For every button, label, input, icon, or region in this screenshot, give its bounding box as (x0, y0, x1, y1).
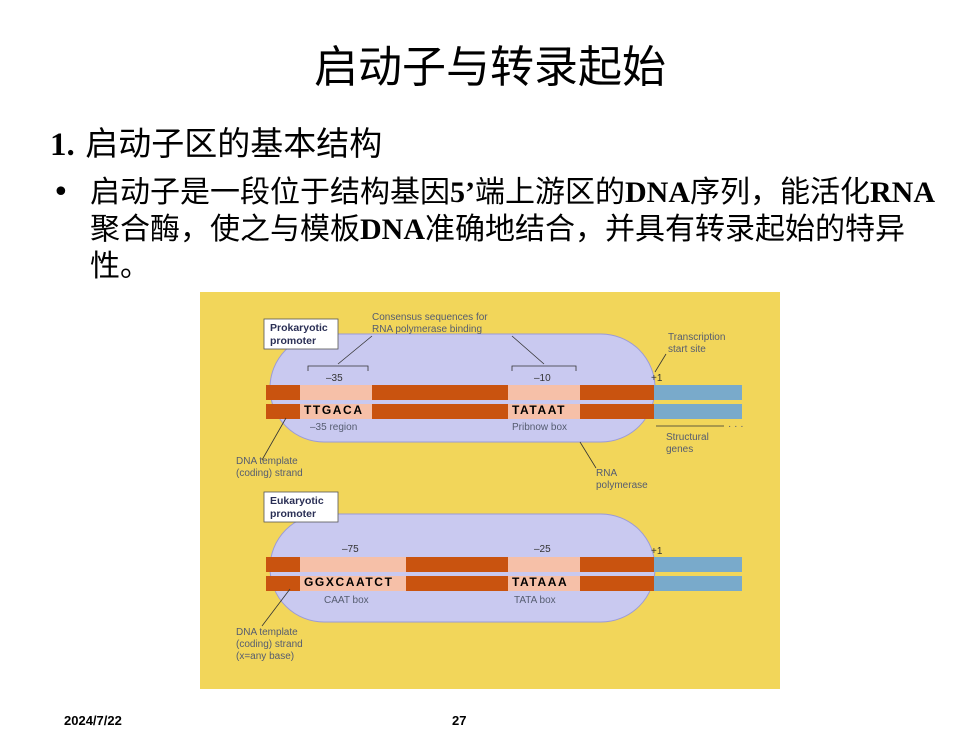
section-heading: 1. 启动子区的基本结构 (50, 122, 382, 167)
template-prok-line1: DNA template (236, 456, 298, 467)
promoter-diagram: Prokaryotic promoter Consensus sequences… (200, 292, 780, 689)
position-minus10: –10 (534, 373, 551, 384)
tata-box-top (508, 557, 580, 572)
template-euk-line3: (x=any base) (236, 651, 294, 662)
tata-box-label: TATA box (514, 595, 556, 606)
sequence-caat: GGXCAATCT (304, 575, 394, 589)
template-euk-line1: DNA template (236, 627, 298, 638)
gene-strand-top (654, 385, 742, 400)
prokaryotic-label-line2: promoter (270, 335, 316, 347)
position-minus35: –35 (326, 373, 343, 384)
prokaryotic-label-line1: Prokaryotic (270, 322, 328, 334)
heading-number: 1. (50, 127, 75, 163)
box-35-bottom (300, 404, 372, 419)
template-euk-line2: (coding) strand (236, 639, 303, 650)
bullet-bold: RNA (870, 176, 935, 209)
eukaryotic-label-box (263, 491, 339, 523)
genes-label-line1: Structural (666, 432, 709, 443)
consensus-pointer-10 (511, 335, 545, 365)
position-minus25: –25 (534, 544, 551, 555)
consensus-label-line2: RNA polymerase binding (372, 324, 482, 335)
bullet-part: 序列，能活化 (690, 175, 870, 210)
footer-page-number: 27 (452, 713, 467, 728)
sequence-35: TTGACA (304, 403, 364, 417)
rnap-label-line1: RNA (596, 468, 617, 479)
eukaryotic-label-line1: Eukaryotic (270, 495, 324, 507)
bullet-text: 启动子是一段位于结构基因5’端上游区的DNA序列，能活化RNA聚合酶，使之与模板… (90, 174, 952, 285)
box-10-top (508, 385, 580, 400)
bullet-bold: 5’ (450, 176, 475, 209)
box-35-top (300, 385, 372, 400)
bullet-part: 启动子是一段位于结构基因 (90, 175, 450, 210)
region-35-label: –35 region (310, 422, 357, 433)
bullet-bold: DNA (360, 213, 425, 246)
footer-date: 2024/7/22 (64, 713, 122, 728)
prokaryotic-label-box (263, 318, 339, 350)
bullet-part: 聚合酶，使之与模板 (90, 212, 360, 247)
template-prok-line2: (coding) strand (236, 468, 303, 479)
tss-label-line1: Transcription (668, 332, 725, 343)
bracket-10 (511, 365, 577, 371)
position-plus1: +1 (651, 373, 663, 384)
consensus-label-line1: Consensus sequences for (372, 312, 488, 323)
bracket-35 (307, 365, 369, 371)
sequence-10: TATAAT (512, 403, 566, 417)
pribnow-box-label: Pribnow box (512, 422, 567, 433)
box-10-bottom (508, 404, 580, 419)
sequence-tata: TATAAA (512, 575, 568, 589)
consensus-pointer-35 (337, 335, 373, 365)
caat-box-bottom (300, 576, 406, 591)
position-plus1-euk: +1 (651, 546, 663, 557)
gene-strand-bottom-euk (654, 576, 742, 591)
template-pointer-prok (261, 417, 287, 461)
bullet-part: 准确地结合，并具有转录起始的特异性。 (90, 212, 905, 284)
caat-box-label: CAAT box (324, 595, 369, 606)
eukaryotic-label-line2: promoter (270, 508, 316, 520)
genes-label-line2: genes (666, 444, 693, 455)
rnap-label-line2: polymerase (596, 480, 648, 491)
gene-strand-bottom (654, 404, 742, 419)
gene-strand-top-euk (654, 557, 742, 572)
rnap-pointer (579, 441, 597, 469)
genes-dots: · · · (728, 421, 744, 432)
bullet-bold: DNA (625, 176, 690, 209)
caat-box-top (300, 557, 406, 572)
template-pointer-euk (261, 588, 291, 627)
promoter-diagram-svg: Prokaryotic promoter Consensus sequences… (200, 292, 780, 689)
tss-pointer (654, 353, 667, 373)
tata-box-bottom (508, 576, 580, 591)
tss-label-line2: start site (668, 344, 706, 355)
position-minus75: –75 (342, 544, 359, 555)
bullet-dot-icon: • (52, 175, 70, 210)
bullet-part: 端上游区的 (475, 175, 625, 210)
heading-text: 启动子区的基本结构 (74, 124, 383, 163)
slide-title: 启动子与转录起始 (314, 42, 666, 93)
